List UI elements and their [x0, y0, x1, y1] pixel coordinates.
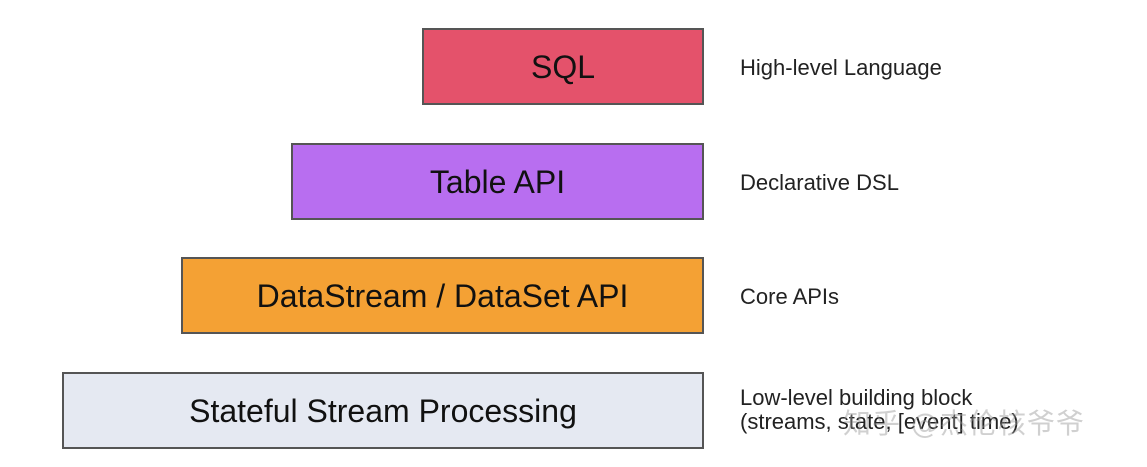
table-api-description-line: Declarative DSL: [740, 170, 899, 195]
table-api-layer-box: Table API: [291, 143, 704, 220]
sql-description-line: High-level Language: [740, 55, 942, 80]
table-api-layer-description: Declarative DSL: [740, 170, 899, 195]
sql-layer-description: High-level Language: [740, 55, 942, 80]
datastream-layer-description: Core APIs: [740, 284, 840, 309]
table-api-layer-label: Table API: [429, 163, 566, 200]
sql-layer-box: SQL: [422, 28, 704, 105]
stateful-description-line-1: Low-level building block: [740, 385, 973, 410]
sql-layer-label: SQL: [530, 48, 596, 85]
stateful-description-line-2: (streams, state, [event] time): [740, 409, 1019, 435]
datastream-layer-box: DataStream / DataSet API: [181, 257, 704, 334]
datastream-layer-label: DataStream / DataSet API: [256, 277, 629, 314]
datastream-description-line: Core APIs: [740, 284, 840, 309]
stateful-stream-layer-label: Stateful Stream Processing: [189, 392, 577, 429]
stateful-stream-layer-box: Stateful Stream Processing: [62, 372, 704, 449]
stateful-stream-layer-description: Low-level building block (streams, state…: [740, 385, 1019, 435]
